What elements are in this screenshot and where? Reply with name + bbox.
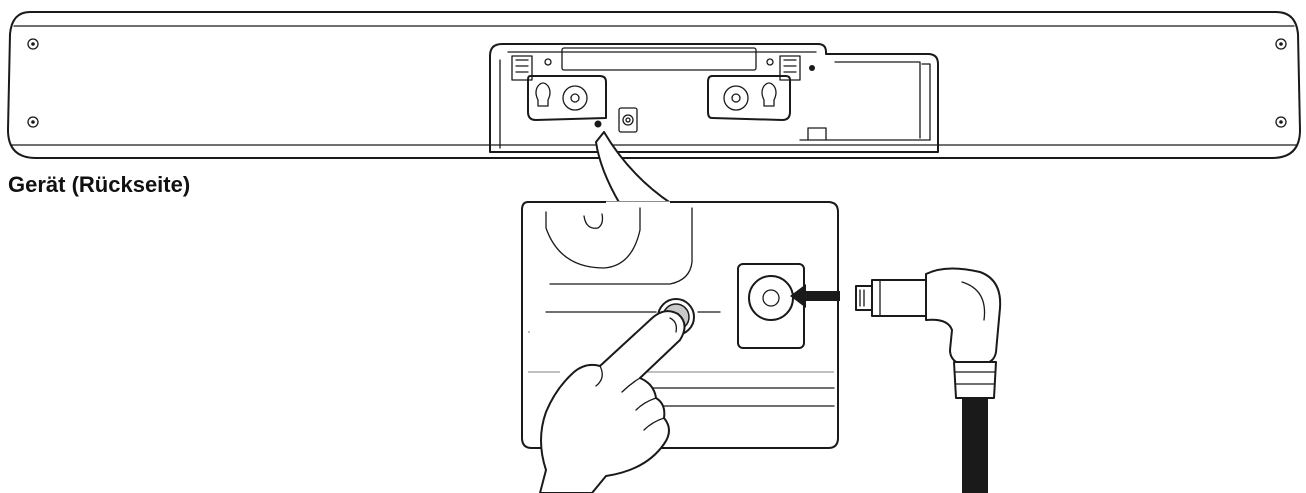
device-caption: Gerät (Rückseite) — [8, 172, 191, 197]
screw-icon — [27, 116, 39, 128]
pointing-hand-icon — [539, 310, 686, 493]
screw-icon — [27, 38, 39, 50]
screw-icon — [1275, 116, 1287, 128]
dc-power-plug-icon — [855, 267, 1002, 493]
soundbar-rear-icon — [7, 11, 1301, 159]
insert-arrow-icon — [790, 284, 840, 308]
screw-icon — [1275, 38, 1287, 50]
